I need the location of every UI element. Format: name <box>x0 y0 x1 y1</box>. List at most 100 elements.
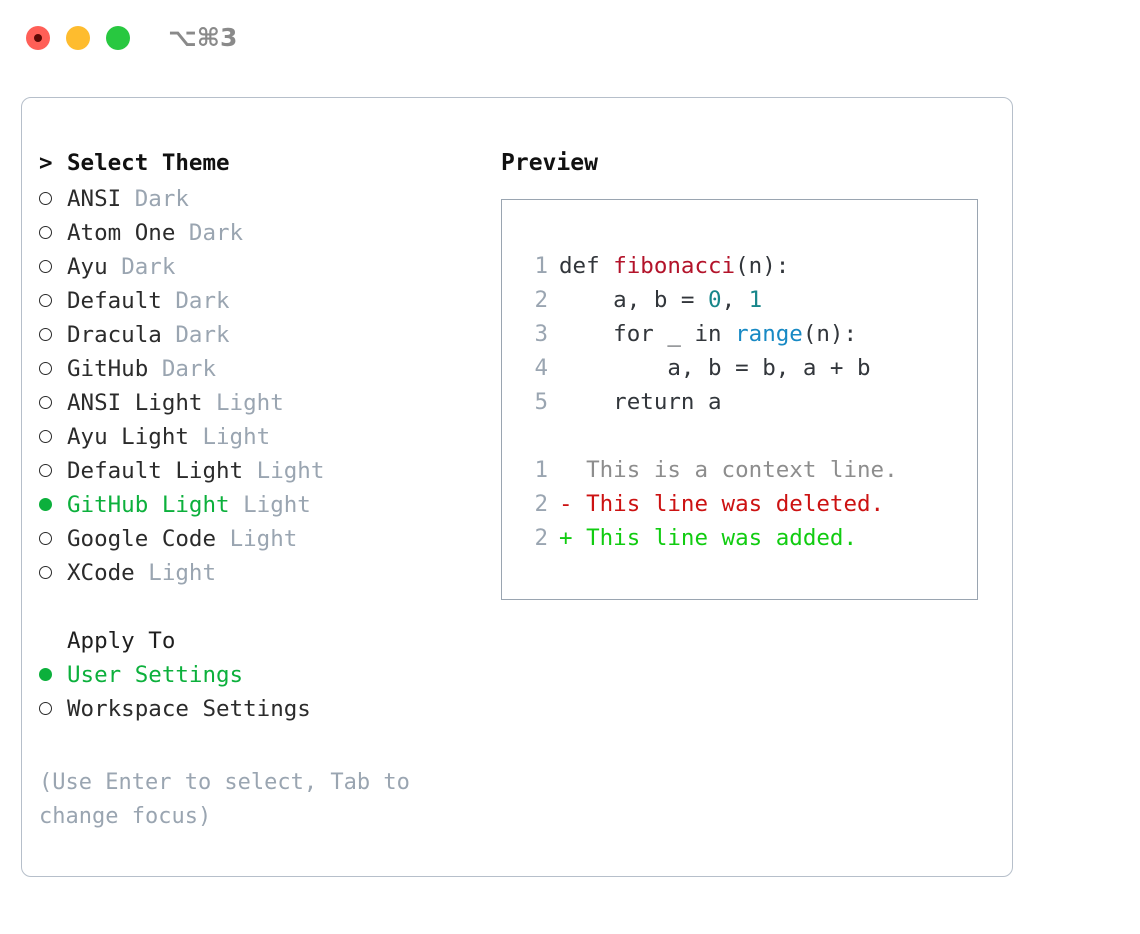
line-number: 1 <box>534 457 548 483</box>
theme-option-default[interactable]: Default Dark <box>39 288 469 322</box>
code-token-plain: def <box>559 253 614 279</box>
title-bar: ⌥⌘3 <box>0 0 1140 78</box>
code-line: 1 def fibonacci(n): <box>524 249 977 283</box>
radio-circle-icon <box>39 702 52 715</box>
theme-option-label: GitHub Light <box>67 492 244 518</box>
radio-unselected-icon <box>39 220 67 246</box>
radio-unselected-icon <box>39 356 67 382</box>
theme-option-variant-badge: Dark <box>121 254 176 280</box>
line-number: 2 <box>534 287 548 313</box>
theme-option-dracula[interactable]: Dracula Dark <box>39 322 469 356</box>
line-number: 2 <box>534 525 548 551</box>
diff-sample: 1 This is a context line. 2 - This line wa… <box>524 453 977 555</box>
theme-option-variant-badge: Dark <box>134 186 189 212</box>
code-token-plain: (n): <box>735 253 790 279</box>
theme-option-atom-one[interactable]: Atom One Dark <box>39 220 469 254</box>
radio-unselected-icon <box>39 424 67 450</box>
theme-option-label: XCode <box>67 560 149 586</box>
apply-to-option-workspace-settings[interactable]: Workspace Settings <box>39 696 469 730</box>
line-number: 1 <box>534 253 548 279</box>
radio-selected-icon <box>39 492 67 518</box>
theme-option-ayu[interactable]: Ayu Dark <box>39 254 469 288</box>
code-token-call: range <box>735 321 803 347</box>
theme-option-label: Google Code <box>67 526 230 552</box>
theme-option-github[interactable]: GitHub Dark <box>39 356 469 390</box>
apply-to-heading: Apply To <box>67 628 176 654</box>
radio-circle-icon <box>39 566 52 579</box>
prompt-caret-icon: > <box>39 150 53 176</box>
theme-option-variant-badge: Light <box>256 458 325 484</box>
theme-option-label: Ayu Light <box>67 424 203 450</box>
theme-option-ansi-light[interactable]: ANSI Light Light <box>39 390 469 424</box>
radio-circle-icon <box>39 192 52 205</box>
theme-picker-heading-label: Select Theme <box>67 150 230 176</box>
theme-option-xcode[interactable]: XCode Light <box>39 560 469 594</box>
radio-circle-icon <box>39 498 52 511</box>
theme-option-variant-badge: Light <box>229 526 298 552</box>
radio-circle-icon <box>39 226 52 239</box>
radio-unselected-icon <box>39 696 67 722</box>
theme-option-variant-badge: Dark <box>188 220 244 246</box>
theme-option-variant-badge: Light <box>243 492 311 518</box>
theme-option-ayu-light[interactable]: Ayu Light Light <box>39 424 469 458</box>
radio-unselected-icon <box>39 458 67 484</box>
radio-circle-icon <box>39 294 52 307</box>
code-token-plain: a, b = b, a + b <box>559 355 871 381</box>
theme-option-label: Default <box>67 288 176 314</box>
minimize-window-button[interactable] <box>66 26 90 50</box>
theme-option-default-light[interactable]: Default Light Light <box>39 458 469 492</box>
theme-option-label: Ayu <box>67 254 122 280</box>
theme-option-ansi[interactable]: ANSI Dark <box>39 186 469 220</box>
apply-to-option-label: Workspace Settings <box>67 696 311 722</box>
theme-option-label: Default Light <box>67 458 257 484</box>
radio-unselected-icon <box>39 390 67 416</box>
code-token-num: 0 <box>708 287 722 313</box>
line-number: 2 <box>534 491 548 517</box>
radio-circle-icon <box>39 362 52 375</box>
radio-unselected-icon <box>39 526 67 552</box>
diff-line-text-add: + This line was added. <box>559 525 858 551</box>
radio-circle-icon <box>39 464 52 477</box>
theme-option-google-code[interactable]: Google Code Light <box>39 526 469 560</box>
code-line: 2 a, b = 0, 1 <box>524 283 977 317</box>
line-number: 5 <box>534 389 548 415</box>
radio-unselected-icon <box>39 254 67 280</box>
keyboard-shortcut-label: ⌥⌘3 <box>168 23 238 52</box>
radio-circle-icon <box>39 328 52 341</box>
theme-option-label: ANSI <box>67 186 135 212</box>
keyboard-hint-text: (Use Enter to select, Tab to change focu… <box>39 770 424 829</box>
code-line: 3 for _ in range(n): <box>524 317 977 351</box>
radio-circle-icon <box>39 668 52 681</box>
diff-line-text-context: This is a context line. <box>559 457 898 483</box>
radio-circle-icon <box>39 396 52 409</box>
theme-option-github-light[interactable]: GitHub Light Light <box>39 492 469 526</box>
theme-option-variant-badge: Dark <box>161 356 217 382</box>
code-token-plain: for _ in <box>559 321 736 347</box>
diff-line-text-del: - This line was deleted. <box>559 491 885 517</box>
code-token-func: fibonacci <box>613 253 736 279</box>
code-token-plain: a, b = <box>559 287 709 313</box>
apply-to-option-user-settings[interactable]: User Settings <box>39 662 469 696</box>
code-token-plain: return a <box>559 389 722 415</box>
apply-to-option-label: User Settings <box>67 662 244 688</box>
maximize-window-button[interactable] <box>106 26 130 50</box>
theme-option-variant-badge: Light <box>148 560 217 586</box>
diff-line: 2 + This line was added. <box>524 521 977 555</box>
radio-circle-icon <box>39 260 52 273</box>
theme-option-variant-badge: Dark <box>175 288 230 314</box>
theme-option-label: Dracula <box>67 322 176 348</box>
theme-option-variant-badge: Light <box>202 424 271 450</box>
theme-option-label: GitHub <box>67 356 162 382</box>
radio-unselected-icon <box>39 322 67 348</box>
radio-circle-icon <box>39 430 52 443</box>
theme-option-label: Atom One <box>67 220 189 246</box>
diff-line: 2 - This line was deleted. <box>524 487 977 521</box>
theme-picker-heading: > Select Theme <box>39 150 469 186</box>
